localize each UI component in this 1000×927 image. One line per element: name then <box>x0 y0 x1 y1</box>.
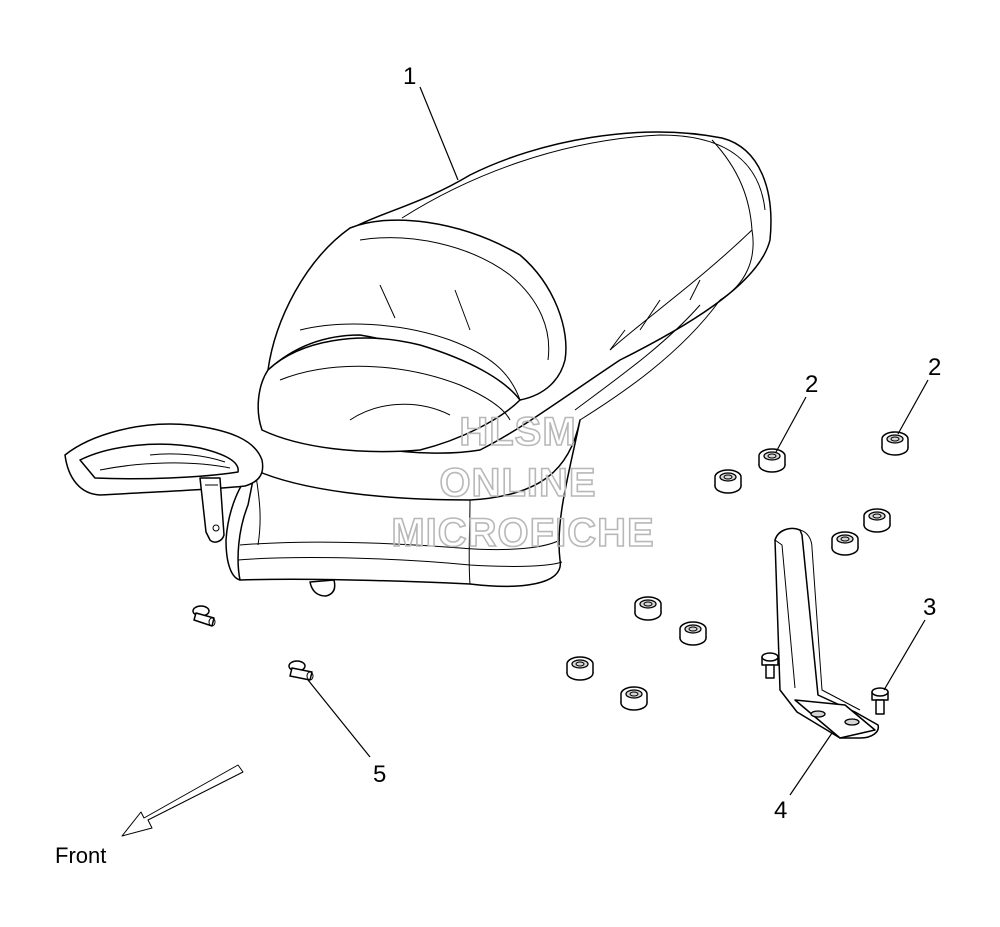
grommet <box>863 508 891 533</box>
bolt <box>288 660 314 681</box>
watermark: HLSM ONLINE MICROFICHE <box>391 409 655 556</box>
grommet <box>831 531 859 556</box>
leader-line-2b <box>897 379 929 435</box>
callout-1: 1 <box>403 63 416 90</box>
leader-line-4 <box>789 732 833 796</box>
front-arrow-icon <box>121 764 244 837</box>
leader-line-3 <box>883 619 926 691</box>
grommet <box>620 686 648 711</box>
grommet <box>634 596 662 621</box>
watermark-line-3: MICROFICHE <box>391 511 654 555</box>
front-handle <box>64 423 264 543</box>
watermark-line-2: ONLINE <box>439 461 596 505</box>
callout-2b: 2 <box>928 354 941 381</box>
grommet <box>881 431 909 456</box>
leader-line-5 <box>307 679 371 758</box>
watermark-line-1: HLSM <box>459 410 576 454</box>
screw <box>761 652 779 679</box>
screw <box>871 687 889 715</box>
grommet-set <box>566 431 909 711</box>
leader-line-2a <box>775 396 807 453</box>
callout-2a: 2 <box>805 371 818 398</box>
seat-bracket <box>774 527 880 739</box>
grommet <box>714 469 742 494</box>
front-label: Front <box>55 843 106 868</box>
leader-line-1 <box>419 86 459 181</box>
grommet <box>758 448 786 473</box>
grommet <box>566 656 594 681</box>
callout-5: 5 <box>373 761 386 788</box>
seat-assembly <box>225 131 772 597</box>
bolt <box>192 605 216 627</box>
grommet <box>679 621 707 646</box>
callout-3: 3 <box>923 594 936 621</box>
callout-4: 4 <box>774 797 787 824</box>
